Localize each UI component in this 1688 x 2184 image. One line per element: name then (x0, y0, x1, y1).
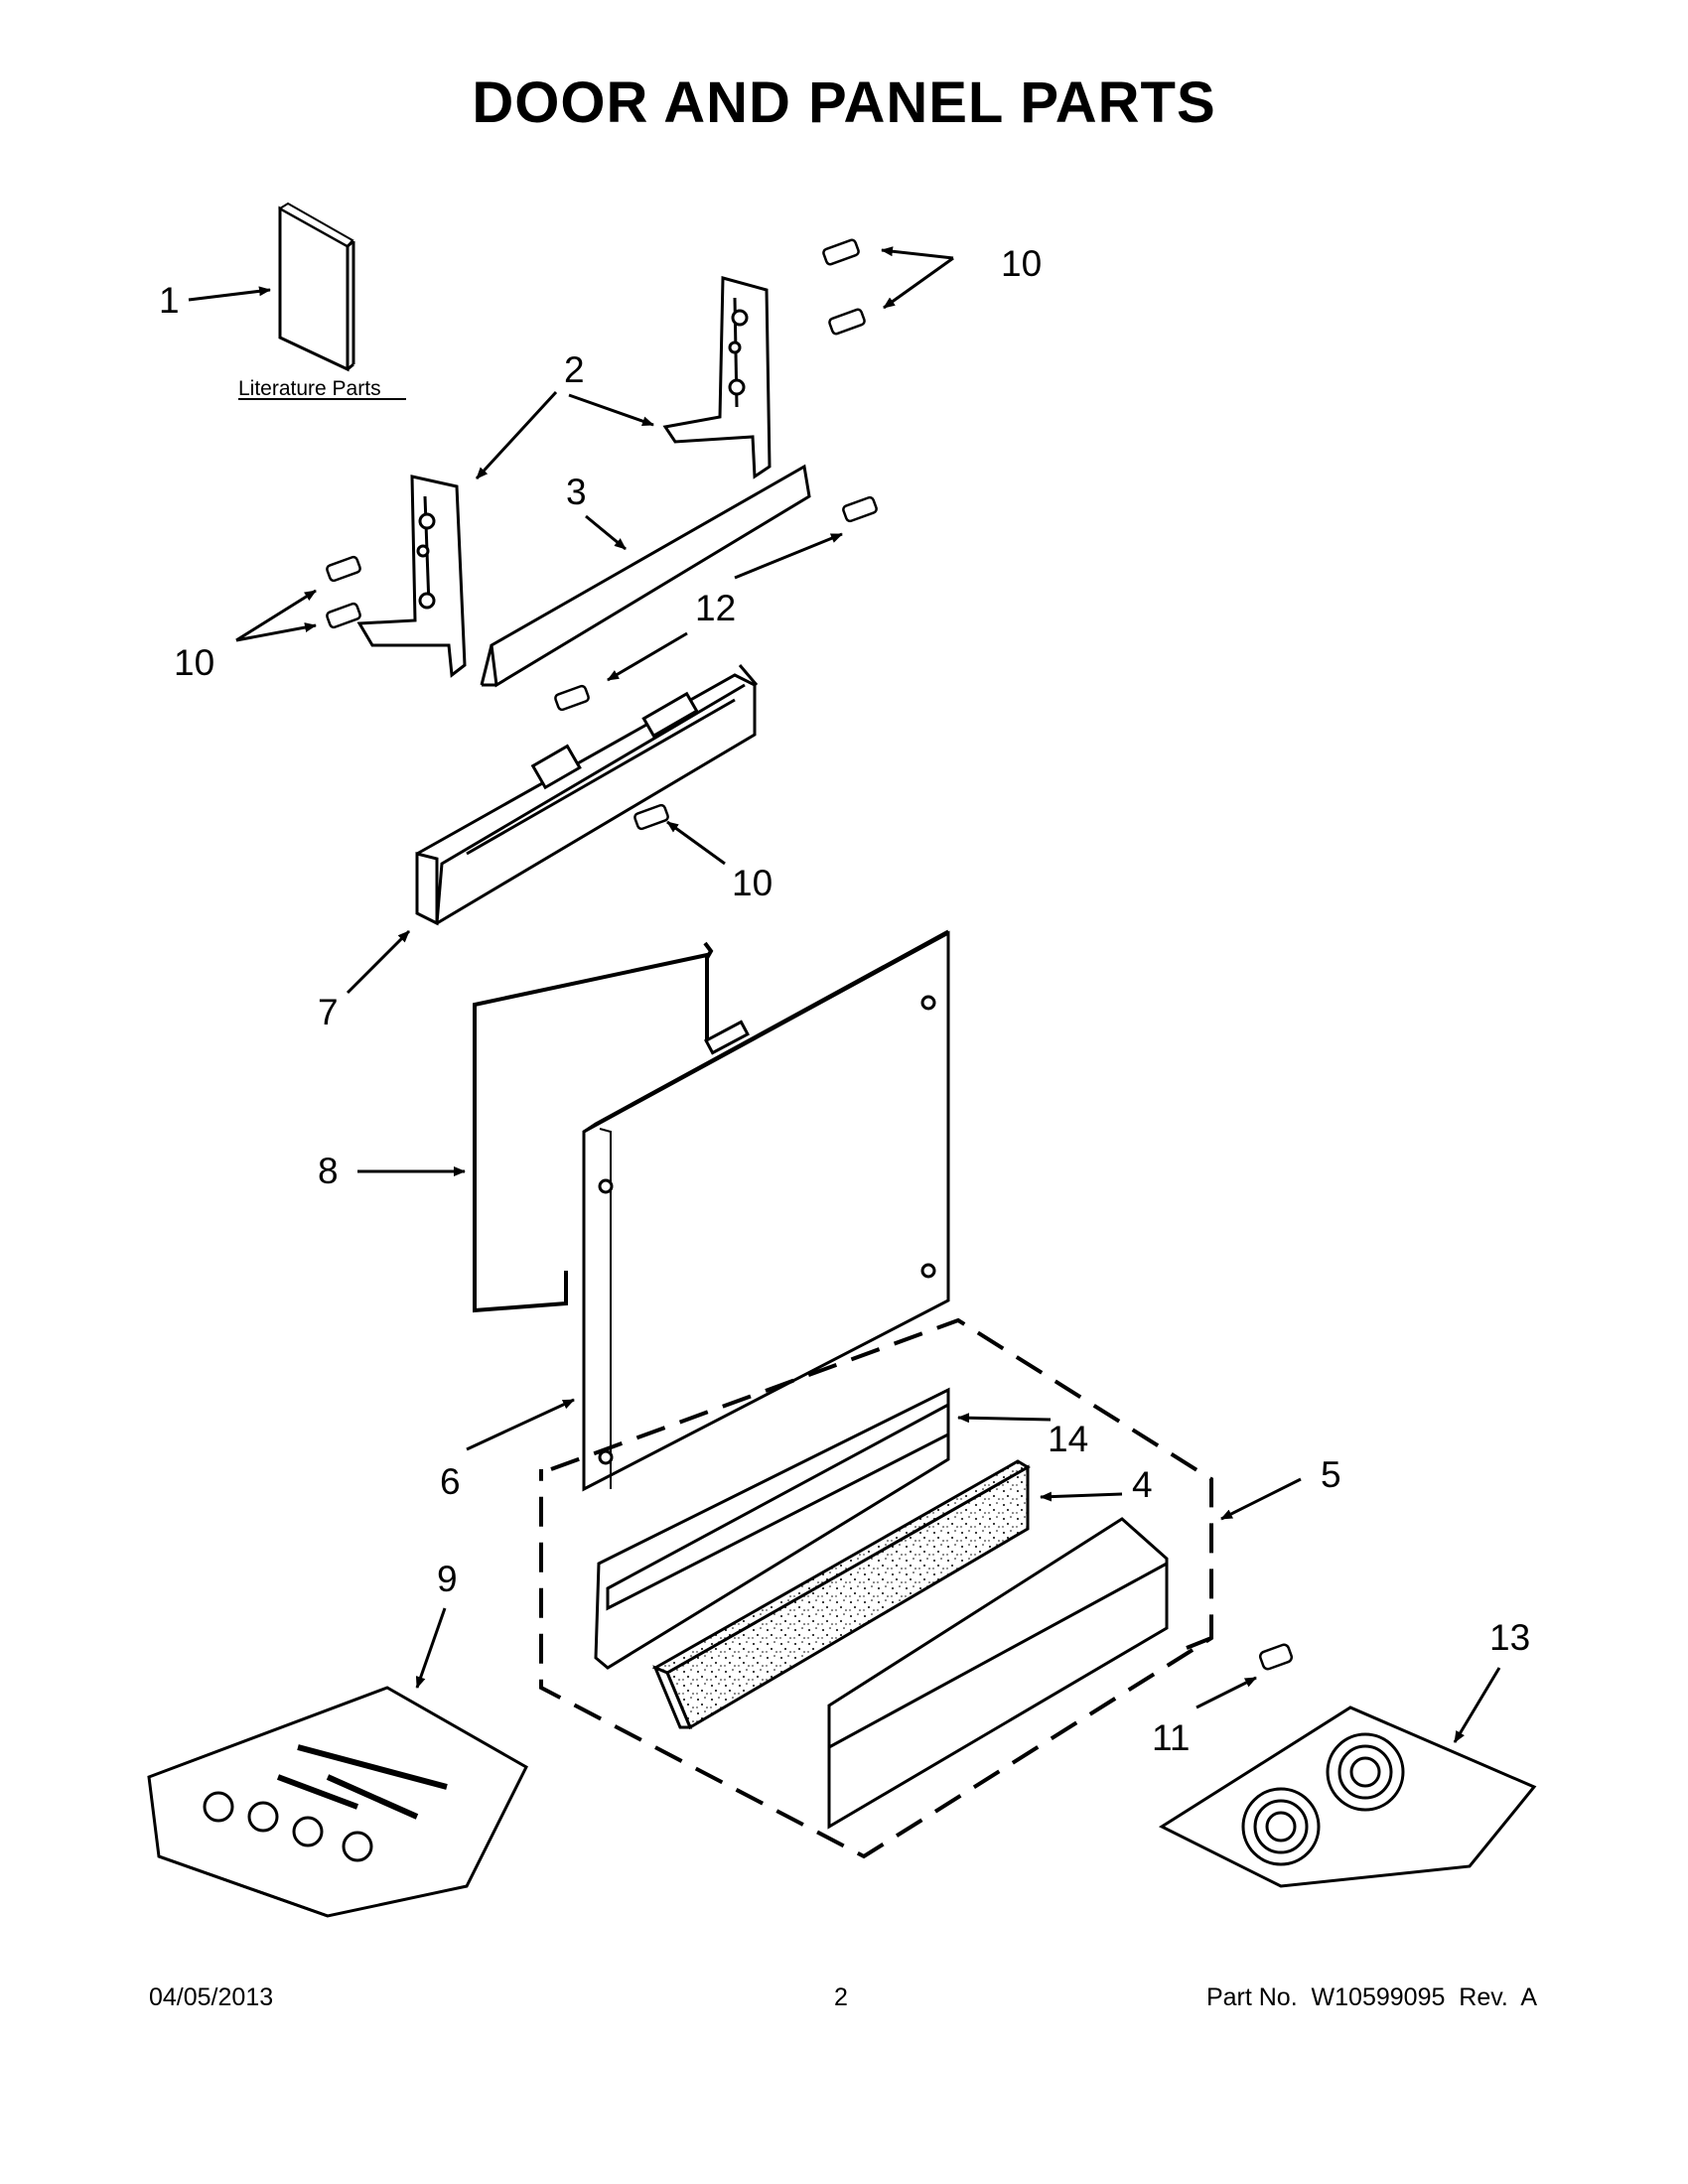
callout-12: 12 (695, 588, 736, 628)
door-gasket (473, 941, 714, 1313)
hinge-bracket-left (356, 475, 467, 678)
hardware-bag (147, 1686, 528, 1918)
kick-plate (827, 1517, 1169, 1830)
callout-5: 5 (1321, 1454, 1341, 1495)
callout-6: 6 (440, 1461, 461, 1502)
toe-kick-cover (594, 1387, 950, 1670)
page-title: DOOR AND PANEL PARTS (472, 70, 1216, 135)
callout-14: 14 (1048, 1419, 1088, 1459)
hinge-bracket-right (662, 276, 772, 479)
footer-part-number: Part No. W10599095 Rev. A (1205, 1983, 1537, 2011)
callout-9: 9 (437, 1559, 458, 1599)
insulation-block (651, 1459, 1031, 1730)
callout-4: 4 (1132, 1464, 1153, 1505)
literature-booklet (278, 202, 355, 372)
footer-date: 04/05/2013 (149, 1983, 274, 2011)
callout-10-middle: 10 (732, 863, 773, 903)
callout-2: 2 (564, 349, 585, 390)
callout-1: 1 (159, 280, 180, 321)
callout-10-left: 10 (174, 642, 214, 683)
control-housing (415, 664, 759, 926)
footer-page-number: 2 (834, 1983, 848, 2011)
callout-8: 8 (318, 1151, 339, 1191)
callout-7: 7 (318, 992, 339, 1032)
callout-10-top: 10 (1001, 243, 1042, 284)
door-panel (582, 929, 950, 1492)
callout-13: 13 (1489, 1617, 1530, 1658)
leader-arrows (188, 246, 1501, 1743)
callout-11: 11 (1152, 1717, 1190, 1758)
dashed-kit-outline (539, 1317, 1213, 1859)
literature-parts-label: Literature Parts (238, 377, 381, 400)
callout-3: 3 (566, 472, 587, 512)
screw-icon (326, 238, 1294, 1671)
mounting-strip (480, 464, 811, 688)
element-kit-bag (1158, 1706, 1537, 1888)
